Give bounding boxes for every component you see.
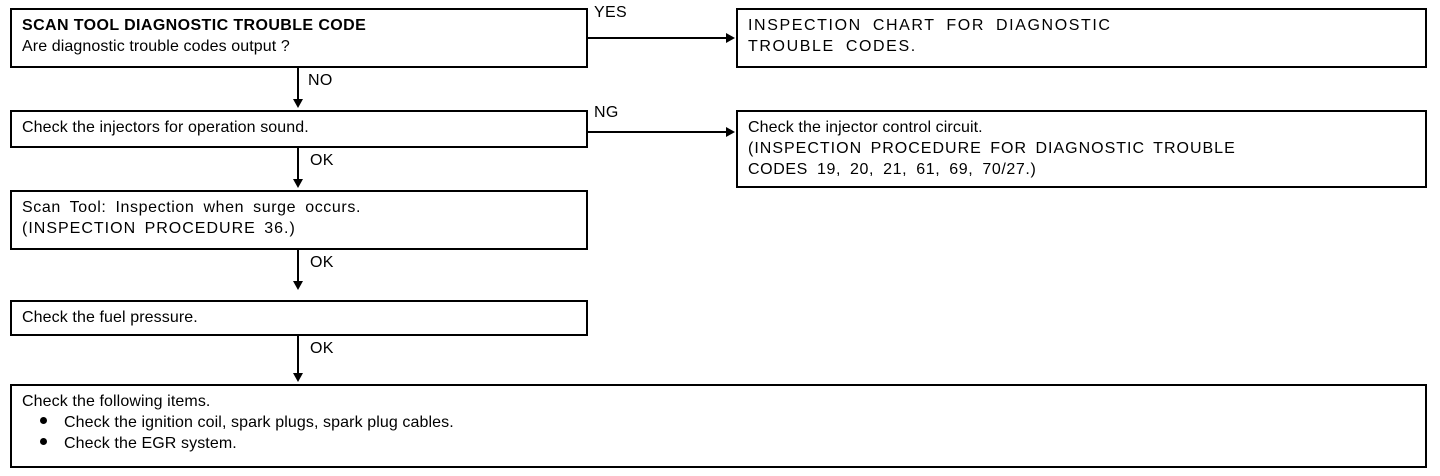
- box-content: SCAN TOOL DIAGNOSTIC TROUBLE CODE Are di…: [12, 10, 586, 61]
- following-items-line-1: Check the following items.: [22, 393, 211, 410]
- box-content: INSPECTION CHART FOR DIAGNOSTIC TROUBLE …: [738, 10, 1425, 61]
- inspection-chart-line-2: TROUBLE CODES.: [748, 38, 917, 55]
- box-check-the-fuel-pressure: Check the fuel pressure.: [10, 300, 588, 336]
- box-content: Check the fuel pressure.: [12, 302, 586, 332]
- ok-3-connector-line: [297, 336, 299, 375]
- list-item: Check the EGR system.: [22, 433, 1415, 454]
- inspection-chart-line-1: INSPECTION CHART FOR DIAGNOSTIC: [748, 17, 1112, 34]
- yes-connector-line: [588, 37, 728, 39]
- ok-2-connector-line: [297, 250, 299, 283]
- ok-2-arrowhead: [293, 281, 303, 290]
- bullet-dot-icon: [40, 417, 47, 424]
- box-inspection-chart-for-diagnostic-trouble-codes: INSPECTION CHART FOR DIAGNOSTIC TROUBLE …: [736, 8, 1427, 68]
- ok-3-arrowhead: [293, 373, 303, 382]
- edge-label-ok-2: OK: [310, 254, 334, 271]
- ok-1-arrowhead: [293, 179, 303, 188]
- no-connector-line: [297, 68, 299, 101]
- check-injectors-line-1: Check the injectors for operation sound.: [22, 119, 309, 136]
- edge-label-ok-1: OK: [310, 152, 334, 169]
- ok-1-connector-line: [297, 148, 299, 181]
- injector-control-circuit-line-1: Check the injector control circuit.: [748, 119, 983, 136]
- edge-label-ok-3: OK: [310, 340, 334, 357]
- box-content: Check the following items. Check the ign…: [12, 386, 1425, 458]
- fuel-pressure-line-1: Check the fuel pressure.: [22, 309, 198, 326]
- injector-control-circuit-line-3: CODES 19, 20, 21, 61, 69, 70/27.): [748, 161, 1037, 178]
- yes-arrowhead: [726, 33, 735, 43]
- scan-tool-surge-line-1: Scan Tool: Inspection when surge occurs.: [22, 199, 361, 216]
- box-check-the-injector-control-circuit: Check the injector control circuit. (INS…: [736, 110, 1427, 188]
- box-scan-tool-inspection-when-surge-occurs: Scan Tool: Inspection when surge occurs.…: [10, 190, 588, 250]
- scan-tool-surge-line-2: (INSPECTION PROCEDURE 36.): [22, 220, 296, 237]
- box-content: Check the injectors for operation sound.: [12, 112, 586, 142]
- ng-connector-line: [588, 131, 728, 133]
- box-content: Scan Tool: Inspection when surge occurs.…: [12, 192, 586, 243]
- following-items-bullet-2: Check the EGR system.: [64, 435, 237, 452]
- list-item: Check the ignition coil, spark plugs, sp…: [22, 412, 1415, 433]
- box-scan-tool-diagnostic-trouble-code: SCAN TOOL DIAGNOSTIC TROUBLE CODE Are di…: [10, 8, 588, 68]
- box-content: Check the injector control circuit. (INS…: [738, 112, 1425, 184]
- edge-label-no: NO: [308, 72, 333, 89]
- box-check-the-injectors-for-operation-sound: Check the injectors for operation sound.: [10, 110, 588, 148]
- start-question: Are diagnostic trouble codes output ?: [22, 38, 290, 55]
- start-heading: SCAN TOOL DIAGNOSTIC TROUBLE CODE: [22, 17, 367, 34]
- no-arrowhead: [293, 99, 303, 108]
- box-check-the-following-items: Check the following items. Check the ign…: [10, 384, 1427, 468]
- edge-label-yes: YES: [594, 4, 627, 21]
- edge-label-ng: NG: [594, 104, 619, 121]
- injector-control-circuit-line-2: (INSPECTION PROCEDURE FOR DIAGNOSTIC TRO…: [748, 140, 1236, 157]
- bullet-dot-icon: [40, 438, 47, 445]
- following-items-bullet-1: Check the ignition coil, spark plugs, sp…: [64, 414, 454, 431]
- ng-arrowhead: [726, 127, 735, 137]
